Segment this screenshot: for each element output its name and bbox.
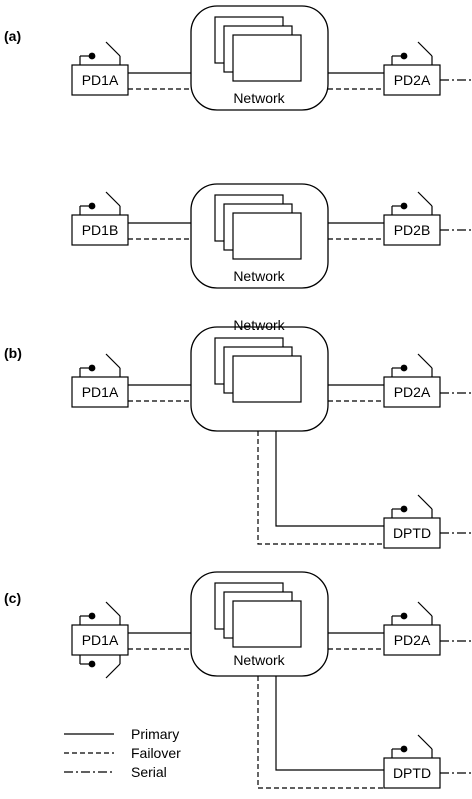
panel-c: (c) Network PD1A PD2A DPTD	[4, 571, 472, 789]
device-pd2a-c: PD2A	[383, 601, 441, 656]
network-label: Network	[233, 652, 285, 668]
network-a1: Network	[190, 5, 329, 111]
network-label: Network	[233, 268, 285, 284]
legend-failover-label: Failover	[131, 745, 181, 761]
panel-label-c: (c)	[4, 590, 21, 606]
device-label-pd2a: PD2A	[394, 72, 431, 88]
device-pd1a-a: PD1A	[71, 41, 129, 96]
device-pd2b: PD2B	[383, 191, 441, 246]
device-label-pd2a: PD2A	[394, 384, 431, 400]
device-label-pd2a: PD2A	[394, 632, 431, 648]
device-pd1b: PD1B	[71, 191, 129, 246]
legend-primary-label: Primary	[131, 726, 179, 742]
network-c: Network	[190, 571, 329, 677]
legend: Primary Failover Serial	[64, 726, 181, 780]
panel-a: (a) Network PD1A PD2A Network	[4, 5, 472, 289]
panel-b: (b) Network PD1A PD2A DPTD	[4, 317, 472, 549]
device-pd1a-b: PD1A	[71, 353, 129, 408]
device-pd2a-a: PD2A	[383, 41, 441, 96]
device-label-pd2b: PD2B	[394, 222, 431, 238]
network-a2: Network	[190, 183, 329, 289]
device-pd2a-b: PD2A	[383, 353, 441, 408]
device-label-pd1b: PD1B	[82, 222, 119, 238]
device-label-pd1a: PD1A	[82, 384, 119, 400]
device-label-dptd: DPTD	[393, 765, 431, 781]
network-label: Network	[233, 90, 285, 106]
device-label-dptd: DPTD	[393, 525, 431, 541]
device-label-pd1a: PD1A	[82, 632, 119, 648]
device-dptd-c: DPTD	[383, 734, 441, 789]
network-b: Network	[190, 317, 329, 432]
device-dptd-b: DPTD	[383, 494, 441, 549]
device-label-pd1a: PD1A	[82, 72, 119, 88]
links-c	[128, 632, 472, 789]
links-b	[128, 384, 472, 545]
links-a1	[128, 72, 472, 90]
legend-serial-label: Serial	[131, 764, 167, 780]
device-pd1a-c: PD1A	[71, 601, 129, 679]
links-a2	[128, 222, 472, 240]
panel-label-a: (a)	[4, 28, 21, 44]
network-label: Network	[233, 317, 285, 333]
panel-label-b: (b)	[4, 345, 22, 361]
